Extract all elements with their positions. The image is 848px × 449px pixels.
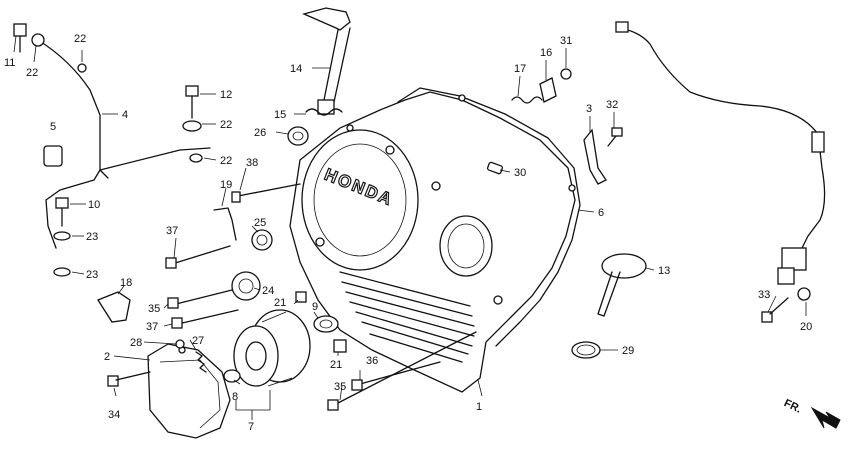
callout-30: 30: [514, 167, 526, 179]
callout-27: 27: [192, 335, 204, 347]
sealing-washer: [53, 267, 71, 277]
cable-bracket: [97, 291, 131, 323]
oil-pipe: [37, 39, 211, 249]
switch-body: [777, 247, 811, 301]
callout-36: 36: [366, 355, 378, 367]
callout-12: 12: [220, 89, 232, 101]
sealing-washer: [182, 120, 202, 132]
right-crankcase-cover: HONDA: [289, 87, 581, 393]
front-direction-arrow: FR.: [782, 397, 841, 429]
dowel-pin: [295, 291, 307, 303]
oil-seal: [287, 126, 309, 146]
oil-filter-element: [233, 309, 311, 387]
oil-filter-cap: [147, 343, 231, 439]
callout-19: 19: [220, 179, 232, 191]
leader-lines: [13, 35, 807, 420]
callout-17: 17: [514, 63, 526, 75]
cap-bolt: [107, 371, 151, 387]
wire-connector: [615, 21, 629, 33]
o-ring: [223, 369, 241, 383]
callout-26: 26: [254, 127, 266, 139]
callout-1: 1: [476, 401, 482, 413]
callout-28: 28: [130, 337, 142, 349]
bearing: [251, 229, 273, 251]
o-ring: [175, 339, 185, 349]
callout-34: 34: [108, 409, 120, 421]
torsion-spring: [511, 96, 543, 104]
callout-18: 18: [120, 277, 132, 289]
oil-filler-cap: [597, 253, 647, 317]
sealing-washer: [77, 63, 87, 73]
banjo-bolt: [185, 85, 199, 119]
banjo-bolt: [55, 197, 69, 227]
callout-6: 6: [598, 207, 604, 219]
callout-21: 21: [274, 297, 286, 309]
callout-22: 22: [26, 67, 38, 79]
cover-bolt: [171, 245, 231, 265]
dowel-pin: [333, 339, 347, 353]
wire-grommet: [811, 131, 825, 153]
neutral-switch-arm: [583, 128, 607, 185]
sealing-washer: [53, 231, 71, 241]
sealing-washer: [31, 33, 45, 47]
rubber-cap: [539, 77, 557, 103]
callout-23: 23: [86, 269, 98, 281]
callout-13: 13: [658, 265, 670, 277]
bolt: [607, 127, 623, 147]
switch-bolt: [761, 297, 789, 323]
callout-23: 23: [86, 231, 98, 243]
callout-4: 4: [122, 109, 128, 121]
callout-31: 31: [560, 35, 572, 47]
callout-22: 22: [74, 33, 86, 45]
callout-22: 22: [220, 119, 232, 131]
clutch-boss: [301, 129, 419, 271]
o-ring: [571, 341, 601, 359]
callout-16: 16: [540, 47, 552, 59]
callout-8: 8: [232, 391, 238, 403]
switch-wire: [619, 27, 826, 253]
callout-2: 2: [104, 351, 110, 363]
callout-9: 9: [312, 301, 318, 313]
bearing: [231, 271, 261, 301]
callout-37: 37: [146, 321, 158, 333]
o-ring: [313, 315, 339, 333]
nut: [560, 68, 572, 80]
callout-29: 29: [622, 345, 634, 357]
callout-10: 10: [88, 199, 100, 211]
callout-25: 25: [254, 217, 266, 229]
cooling-fins: [339, 271, 475, 363]
return-spring: [305, 108, 343, 116]
callout-3: 3: [586, 103, 592, 115]
callout-37: 37: [166, 225, 178, 237]
callout-35: 35: [334, 381, 346, 393]
filter-spring: [195, 351, 207, 373]
callout-33: 33: [758, 289, 770, 301]
pipe-clamp: [43, 145, 63, 167]
callout-5: 5: [50, 121, 56, 133]
callout-35: 35: [148, 303, 160, 315]
callout-7: 7: [248, 421, 254, 433]
clutch-lifter-arm: [302, 7, 351, 115]
callout-15: 15: [274, 109, 286, 121]
fr-label: FR.: [782, 397, 803, 415]
callout-32: 32: [606, 99, 618, 111]
callout-14: 14: [290, 63, 302, 75]
cover-bolt: [175, 289, 233, 305]
banjo-bolt: [13, 23, 27, 53]
callout-20: 20: [800, 321, 812, 333]
callout-38: 38: [246, 157, 258, 169]
callout-11: 11: [4, 57, 15, 69]
cover-bolt: [359, 361, 441, 385]
callout-labels: 11 22 22 4 5 10 23 23 12 22 22 19 38 37 …: [4, 33, 812, 433]
cover-gasket: [397, 87, 581, 347]
callout-22: 22: [220, 155, 232, 167]
cover-bolt: [177, 309, 239, 325]
callout-21: 21: [330, 359, 342, 371]
callout-24: 24: [262, 285, 274, 297]
lifter-piece: [213, 207, 237, 241]
cover-bolt: [237, 183, 301, 197]
sealing-washer: [189, 153, 203, 163]
cover-bolt: [335, 331, 477, 405]
